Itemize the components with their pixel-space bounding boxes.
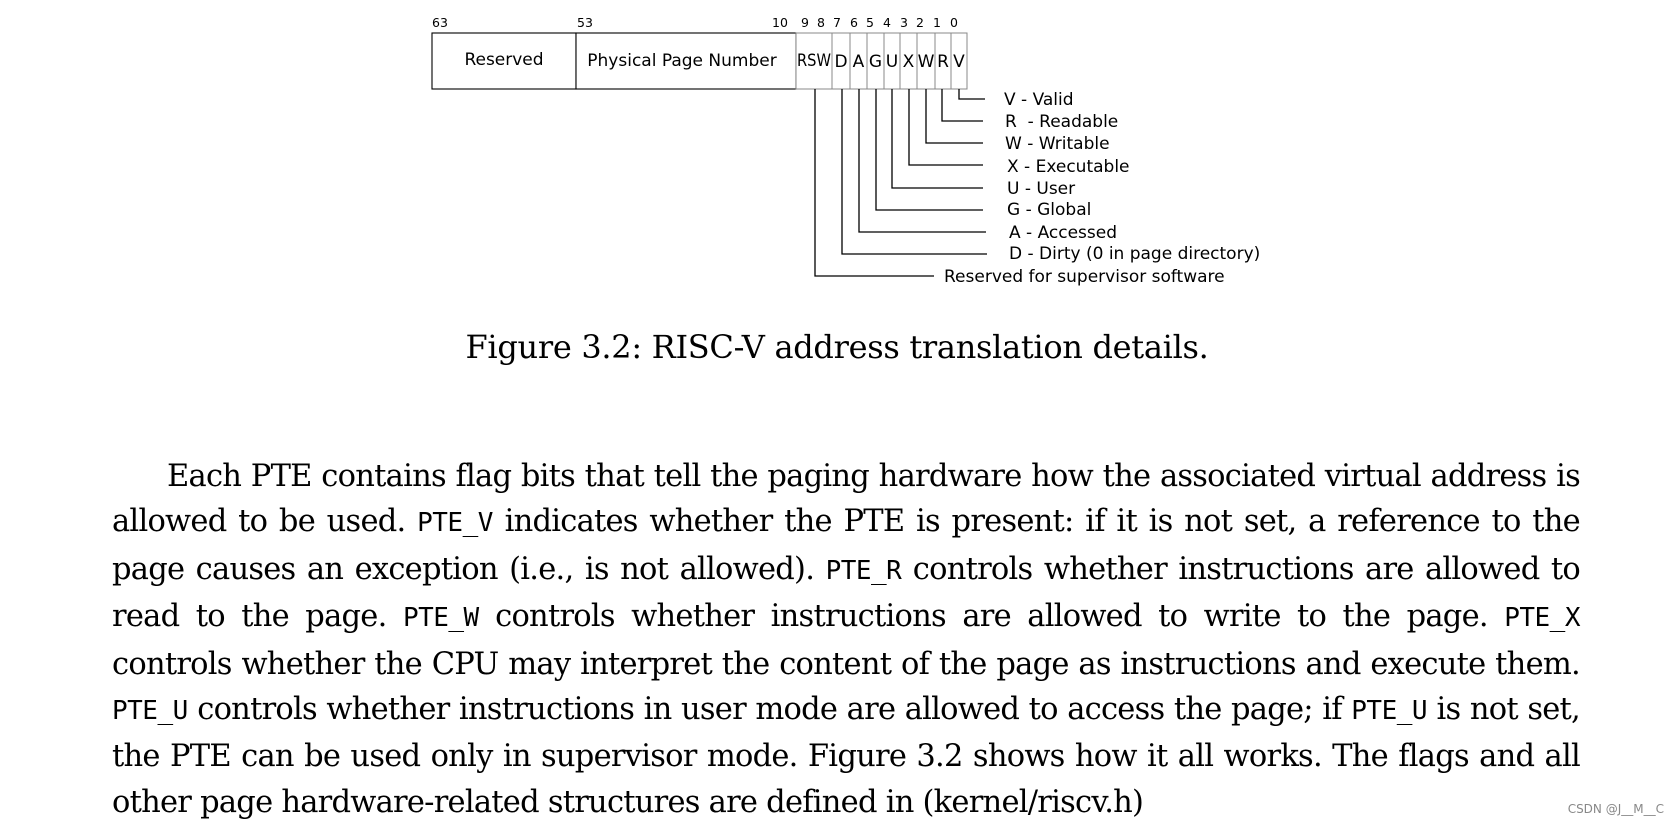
bit-label: 63 [432,15,448,30]
legend-global: G - Global [1007,200,1091,220]
flag-letter-v: V [953,52,965,72]
figure-caption: Figure 3.2: RISC-V address translation d… [465,328,1209,366]
bit-label: 4 [883,15,891,30]
flag-legend: V - Valid R - Readable W - Writable X - … [944,90,1260,287]
code-pte-x: PTE_X [1504,603,1580,634]
legend-executable: X - Executable [1007,157,1130,177]
ppn-field-label: Physical Page Number [587,51,776,71]
code-pte-r: PTE_R [825,555,902,586]
leader-lines [814,89,987,277]
code-pte-u-second: PTE_U [1351,696,1428,727]
legend-valid: V - Valid [1004,90,1074,110]
body-paragraph: Each PTE contains flag bits that tell th… [112,454,1581,825]
leader-line-u [891,89,983,189]
leader-line-rsw [814,89,934,277]
flag-cells [831,32,968,90]
leader-line-a [858,89,986,233]
flag-letter-x: X [903,52,915,72]
bit-label: 53 [577,15,593,30]
para-text-7: is not set, the PTE can be used only in … [112,692,1581,820]
code-pte-w: PTE_W [402,603,479,634]
legend-reserved-supervisor: Reserved for supervisor software [944,267,1225,287]
ppn-field [575,32,797,90]
para-text-5: controls whether the CPU may interpret t… [112,646,1581,682]
flag-letter-r: R [937,52,949,72]
flag-letter-a: A [853,52,865,72]
bit-label: 5 [866,15,874,30]
bit-label: 6 [850,15,858,30]
bit-number-labels: 63 53 10 9 8 7 6 5 4 3 2 1 0 [432,15,958,30]
reserved-field [431,32,577,90]
flag-letter-u: U [886,52,898,72]
rsw-field [795,32,833,90]
reserved-field-label: Reserved [464,50,543,70]
legend-writable: W - Writable [1005,134,1110,154]
csdn-watermark: CSDN @J__M__C [1567,802,1664,816]
rsw-field-label: RSW [797,51,831,71]
para-text-2: indicates whether the PTE is present: if… [112,504,1581,587]
bit-label: 8 [817,15,825,30]
para-text-3: controls whether instructions are allowe… [112,551,1581,635]
bit-label: 1 [933,15,941,30]
legend-accessed: A - Accessed [1009,223,1117,243]
para-text-6: controls whether instructions in user mo… [197,692,1342,728]
bit-label: 0 [950,15,958,30]
leader-line-d [841,89,987,255]
leader-line-v [958,89,985,100]
leader-line-w [925,89,983,144]
flag-letter-d: D [834,52,847,72]
para-text-4: controls whether instructions are allowe… [495,599,1488,635]
bit-label: 9 [801,15,809,30]
legend-dirty: D - Dirty (0 in page directory) [1009,244,1260,264]
para-text-1: Each PTE contains flag bits that tell th… [112,459,1581,540]
legend-readable: R - Readable [1005,112,1118,132]
code-pte-u: PTE_U [112,696,188,727]
bit-label: 10 [772,15,788,30]
legend-user: U - User [1007,179,1075,199]
leader-line-x [908,89,983,166]
flag-letters: D A G U X W R V [834,52,965,72]
leader-line-g [875,89,983,211]
bit-label: 7 [833,15,841,30]
leader-line-r [941,89,983,122]
bit-label: 2 [916,15,924,30]
flag-letter-g: G [869,52,882,72]
bit-label: 3 [900,15,908,30]
flag-letter-w: W [918,52,935,72]
pte-format-diagram: 63 53 10 9 8 7 6 5 4 3 2 1 0 Reserved Ph… [431,15,1260,287]
code-pte-v: PTE_V [417,508,493,539]
